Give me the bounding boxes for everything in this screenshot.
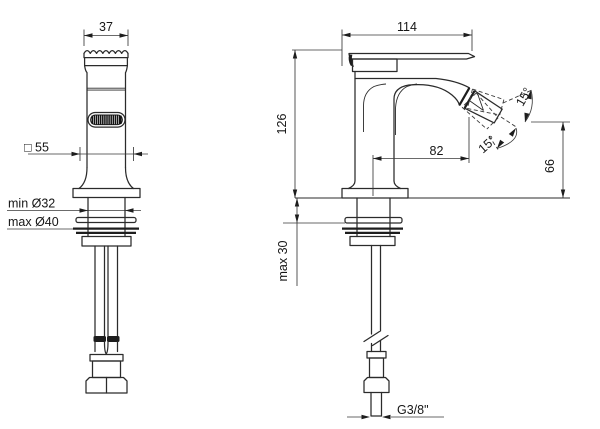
dim-label-37: 37 xyxy=(99,20,113,34)
side-view: 114 126 xyxy=(275,20,570,420)
dim-angle-down: 15° xyxy=(476,116,518,156)
faucet-body-side xyxy=(341,70,471,199)
mounting-shank-side xyxy=(342,197,403,247)
dim-spout-reach: 82 xyxy=(372,117,470,196)
dim-label-g38: G3/8" xyxy=(397,403,429,417)
dim-total-height: 126 xyxy=(275,49,342,198)
dim-label-15-down: 15° xyxy=(476,133,499,156)
mounting-shank-front xyxy=(73,196,139,247)
dim-label-114: 114 xyxy=(397,20,417,34)
dim-thread: G3/8" xyxy=(347,403,444,420)
dim-label-15-up: 15° xyxy=(513,85,535,108)
dim-label-min-d32: min Ø32 xyxy=(8,197,55,211)
dim-deck-thickness: max 30 xyxy=(276,198,345,286)
dim-total-reach: 114 xyxy=(341,20,473,66)
dim-label-82: 82 xyxy=(430,144,444,158)
aerator-slot xyxy=(87,111,126,128)
dim-handle-width: 37 xyxy=(83,20,129,46)
dim-label-max30: max 30 xyxy=(276,240,290,281)
dim-angle-up: 15° xyxy=(502,85,535,123)
aerator-position-down xyxy=(461,92,499,130)
faucet-body-front xyxy=(72,64,141,199)
dim-label-66: 66 xyxy=(543,159,557,173)
supply-hose-side xyxy=(363,244,390,417)
dim-label-max-d40: max Ø40 xyxy=(8,215,59,229)
dim-hole-diameter: min Ø32 max Ø40 xyxy=(7,197,141,230)
dim-label-square55: □ 55 xyxy=(24,141,49,155)
handle-knurled-cap xyxy=(83,49,129,67)
dim-label-126: 126 xyxy=(275,114,289,135)
aerator-nozzle xyxy=(458,87,503,124)
dim-outlet-height: 66 xyxy=(531,121,570,198)
supply-hoses-front xyxy=(85,245,128,394)
lever-handle-side xyxy=(348,52,476,73)
dim-body-square: □ 55 xyxy=(24,141,148,161)
front-view: 37 □ 55 xyxy=(7,20,148,394)
